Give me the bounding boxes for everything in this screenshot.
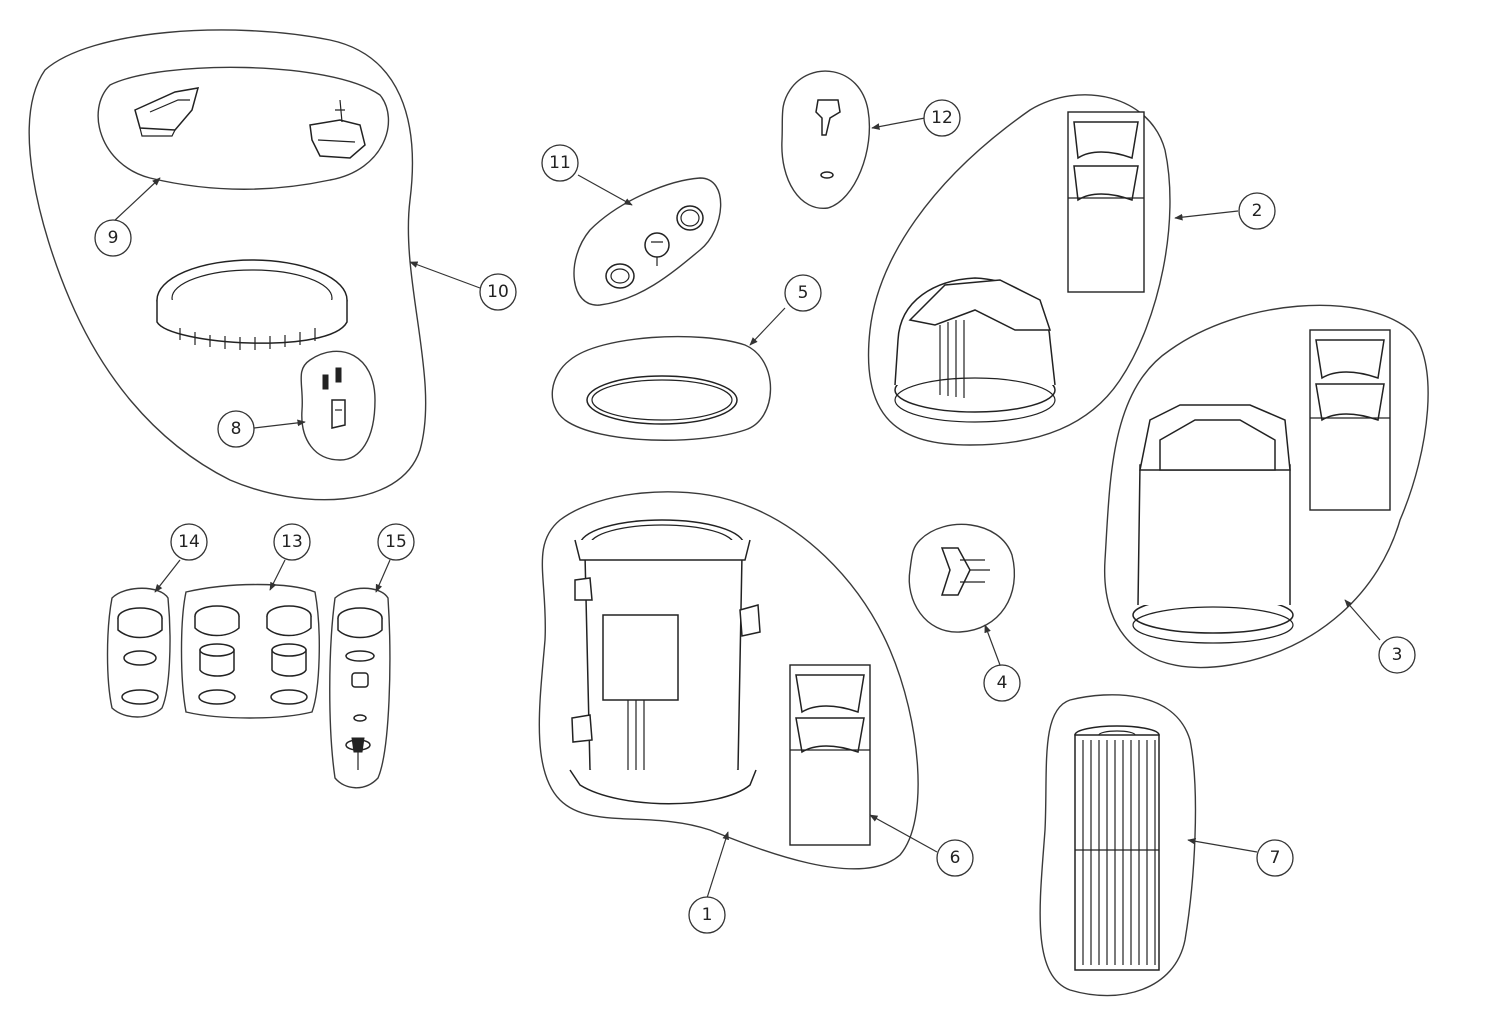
- callout-6: 6: [936, 839, 974, 877]
- group-4-valve: [908, 523, 1016, 633]
- clip-right: [309, 99, 366, 159]
- callout-4-label: 4: [997, 673, 1008, 693]
- callout-7: 7: [1256, 839, 1294, 877]
- group-14-union-kit: [106, 587, 171, 718]
- callout-10-label: 10: [487, 282, 509, 302]
- group-1-filter-tank: [538, 491, 919, 870]
- group-13-union-kit: [180, 583, 320, 719]
- group-12-air-relief: [781, 70, 871, 209]
- callout-1-label: 1: [702, 905, 713, 925]
- callout-14-label: 14: [178, 532, 200, 552]
- group-10-lock-ring-assembly: [28, 29, 427, 501]
- callout-5-label: 5: [798, 283, 809, 303]
- callout-12: 12: [923, 99, 961, 137]
- callout-9-label: 9: [108, 228, 119, 248]
- callout-13: 13: [273, 523, 311, 561]
- callout-4: 4: [983, 664, 1021, 702]
- callout-8-label: 8: [231, 419, 242, 439]
- callout-11-label: 11: [549, 153, 571, 173]
- callout-11: 11: [541, 144, 579, 182]
- callout-3: 3: [1378, 636, 1416, 674]
- group-7-cartridge: [1039, 694, 1197, 997]
- callout-2-label: 2: [1252, 201, 1263, 221]
- callout-3-label: 3: [1392, 645, 1403, 665]
- group-5-o-ring: [551, 335, 772, 441]
- callout-15-label: 15: [385, 532, 407, 552]
- group-11-fittings: [573, 177, 722, 306]
- group-2-filter-lid: [867, 94, 1171, 446]
- filter-tank-top: [1132, 404, 1294, 644]
- leader-lines: [112, 117, 1381, 899]
- clip-left: [134, 87, 200, 137]
- callout-10: 10: [479, 273, 517, 311]
- callout-9: 9: [94, 219, 132, 257]
- callout-2: 2: [1238, 192, 1276, 230]
- filter-tank-body: [569, 519, 761, 805]
- lock-ring: [156, 259, 348, 350]
- callout-12-label: 12: [931, 108, 953, 128]
- callout-8: 8: [217, 410, 255, 448]
- filter-lid: [894, 277, 1056, 423]
- callout-5: 5: [784, 274, 822, 312]
- callout-14: 14: [170, 523, 208, 561]
- callout-1: 1: [688, 896, 726, 934]
- callout-7-label: 7: [1270, 848, 1281, 868]
- group-15-drain-kit: [329, 587, 391, 789]
- callout-6-label: 6: [950, 848, 961, 868]
- small-clips: [322, 367, 346, 429]
- callout-15: 15: [377, 523, 415, 561]
- callout-13-label: 13: [281, 532, 303, 552]
- group-3-filter-lid-dome: [1104, 304, 1429, 669]
